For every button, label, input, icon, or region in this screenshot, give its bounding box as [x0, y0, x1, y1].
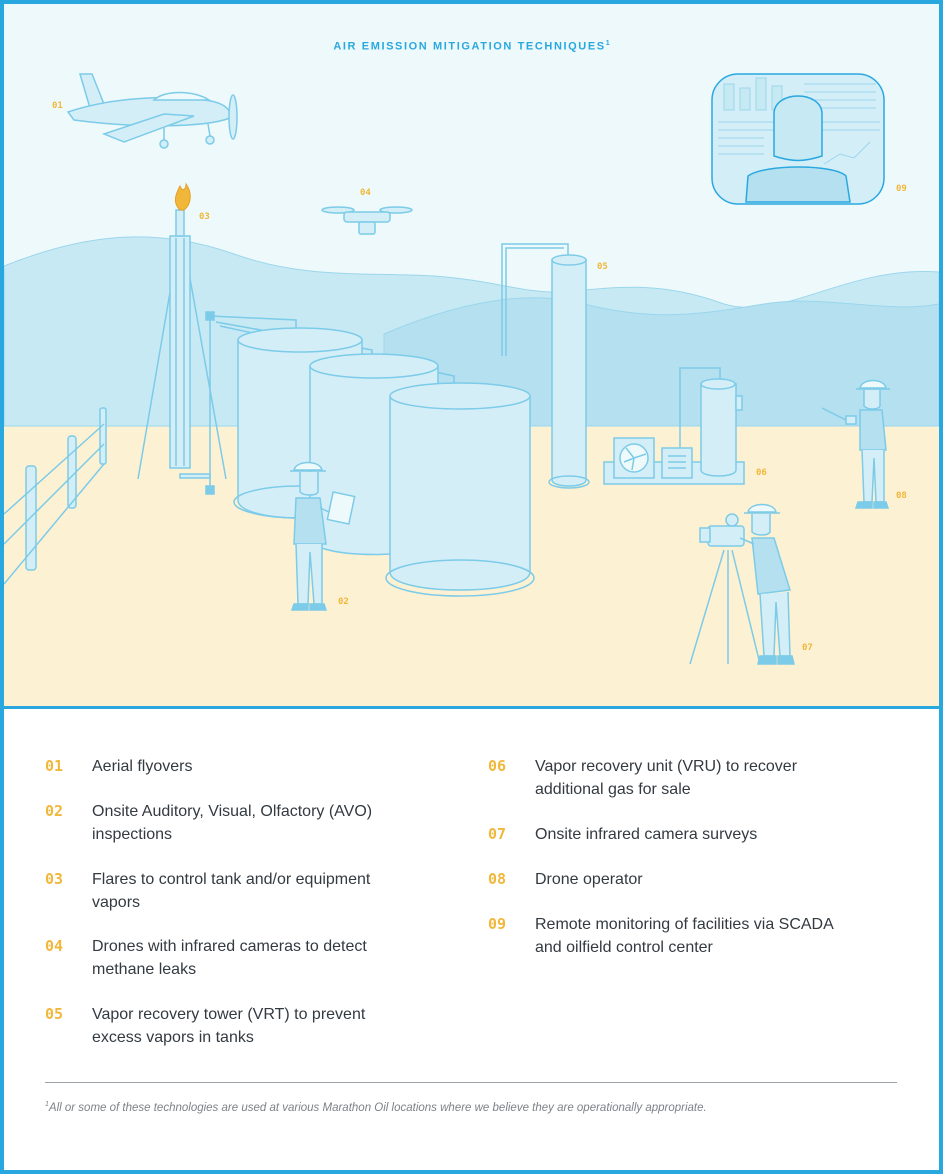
- diagram-title-text: AIR EMISSION MITIGATION TECHNIQUES: [333, 40, 606, 53]
- field-illustration: [4, 4, 939, 706]
- legend-text: Flares to control tank and/or equipment …: [92, 871, 371, 911]
- title-footnote-mark: 1: [605, 40, 610, 47]
- legend-number: 07: [488, 825, 507, 843]
- footnote-text: All or some of these technologies are us…: [48, 1101, 707, 1114]
- section-divider: [0, 706, 943, 709]
- scene-label-01: 01: [52, 101, 63, 111]
- legend-number: 06: [488, 757, 507, 775]
- legend-text: Onsite infrared camera surveys: [535, 826, 758, 843]
- legend-text: Vapor recovery unit (VRU) to recover add…: [535, 758, 798, 798]
- diagram-title: AIR EMISSION MITIGATION TECHNIQUES1: [0, 40, 943, 53]
- scene-label-07: 07: [802, 643, 813, 653]
- scene-label-02: 02: [338, 597, 349, 607]
- scene-label-03: 03: [199, 212, 210, 222]
- legend-number: 08: [488, 870, 507, 888]
- legend-text: Aerial flyovers: [92, 758, 193, 775]
- storage-tanks: [233, 327, 535, 597]
- footnote-mark: 1: [45, 1101, 49, 1108]
- inspector-person: [290, 461, 356, 611]
- legend-number: 09: [488, 915, 507, 933]
- scene-label-08: 08: [896, 491, 907, 501]
- camera-survey-person: [689, 503, 795, 665]
- airplane: [66, 73, 238, 149]
- vapor-recovery-unit: [603, 367, 745, 485]
- legend-text: Onsite Auditory, Visual, Olfactory (AVO)…: [92, 803, 373, 843]
- legend-text: Remote monitoring of facilities via SCAD…: [535, 916, 833, 956]
- scene-label-05: 05: [597, 262, 608, 272]
- flare-stack: [137, 209, 227, 480]
- scene-label-04: 04: [360, 188, 371, 198]
- legend-number: 04: [45, 937, 64, 955]
- drone-operator-person: [821, 379, 890, 509]
- flame-icon: [174, 182, 191, 211]
- control-room-monitor: [711, 73, 885, 205]
- legend-number: 03: [45, 870, 64, 888]
- scene-label-09: 09: [896, 184, 907, 194]
- vapor-recovery-tower: [501, 243, 590, 489]
- footnote: 1All or some of these technologies are u…: [45, 1101, 707, 1114]
- legend-number: 01: [45, 757, 64, 775]
- legend-text: Drones with infrared cameras to detect m…: [92, 938, 367, 978]
- illustration-scene: [4, 4, 939, 706]
- footnote-rule: [45, 1082, 897, 1083]
- legend-text: Vapor recovery tower (VRT) to prevent ex…: [92, 1006, 366, 1046]
- fence: [4, 407, 107, 585]
- scene-label-06: 06: [756, 468, 767, 478]
- legend-number: 02: [45, 802, 64, 820]
- legend-number: 05: [45, 1005, 64, 1023]
- aerial-drone: [321, 206, 413, 235]
- legend-text: Drone operator: [535, 871, 643, 888]
